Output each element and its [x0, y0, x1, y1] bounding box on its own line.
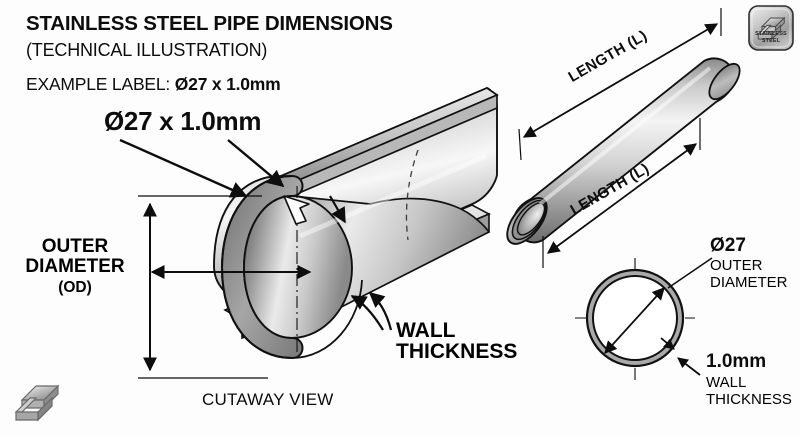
example-label-row: EXAMPLE LABEL: Ø27 x 1.0mm — [26, 74, 281, 94]
example-label-prefix: EXAMPLE LABEL: — [26, 74, 175, 94]
length-dimensions — [518, 8, 722, 268]
cross-section-diameter-caption: OUTER DIAMETER — [710, 257, 788, 292]
cross-section-diameter-arrow — [604, 287, 665, 354]
cursor-pointer-icon — [283, 195, 310, 225]
pipe-front-outer-arc-bottom — [221, 267, 293, 359]
cross-section-graphic — [575, 257, 713, 380]
hidden-line-far-bore — [405, 149, 419, 241]
cs-wall-line2: THICKNESS — [706, 390, 792, 408]
cross-section-diameter-leader — [667, 257, 713, 289]
wall-label-line2: THICKNESS — [396, 340, 518, 364]
wall-thickness-label-block: WALL THICKNESS — [396, 320, 517, 363]
i-beam-icon — [14, 384, 60, 422]
length-dimension-line-top — [522, 23, 719, 138]
page-subtitle: (TECHNICAL ILLUSTRATION) — [26, 40, 268, 60]
length-view-pipe — [506, 57, 741, 245]
length-extension-top-left — [518, 128, 522, 161]
example-label-value: Ø27 x 1.0mm — [174, 74, 281, 94]
wall-curved-leader-left — [350, 295, 384, 331]
badge-text-line2: STEEL — [761, 38, 781, 44]
od-label-line3: (OD) — [58, 278, 92, 296]
wall-label-line1: WALL — [396, 319, 456, 342]
cs-wall-line1: WALL — [706, 374, 747, 391]
wall-leader-top — [329, 195, 346, 224]
cross-section-wall-caption: WALL THICKNESS — [706, 374, 792, 409]
cross-section-wall-value: 1.0mm — [706, 351, 767, 372]
leader-to-outer-surface — [119, 138, 248, 198]
badge-inner-bevel — [751, 8, 791, 48]
cutaway-view-caption: CUTAWAY VIEW — [202, 390, 334, 409]
callout-dimension-label: Ø27 x 1.0mm — [104, 106, 262, 136]
length-pipe-body — [513, 57, 735, 244]
stainless-steel-badge-graphic — [748, 5, 794, 51]
od-label-line2: DIAMETER — [25, 255, 125, 277]
outer-diameter-label-block: OUTER DIAMETER (OD) — [14, 237, 136, 297]
cs-od-line1: OUTER — [710, 257, 763, 274]
page-title: STAINLESS STEEL PIPE DIMENSIONS — [26, 12, 393, 35]
cross-section-diameter-value: Ø27 — [710, 235, 746, 256]
callout-leaders — [119, 138, 310, 225]
wall-thickness-leaders — [329, 195, 393, 331]
od-label-line1: OUTER — [41, 236, 109, 257]
badge-text-line1: STAINLESS — [755, 31, 787, 37]
wall-arrow-inner — [660, 337, 675, 350]
wall-arrow-outer — [677, 357, 701, 376]
pipe-bottom-inner-edge — [291, 279, 363, 359]
barrel-highlight — [299, 153, 487, 239]
leader-to-wall-edge — [227, 139, 285, 188]
cs-od-line2: DIAMETER — [710, 273, 788, 291]
wall-curved-leader-right — [368, 291, 393, 331]
length-dimension-line-bottom — [546, 143, 698, 254]
